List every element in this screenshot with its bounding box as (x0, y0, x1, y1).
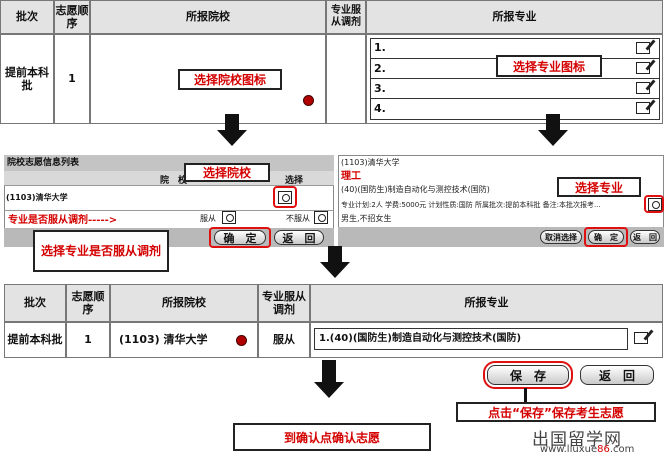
major-panel-plan: 专业计划:2人 学费:5000元 计划性质:国防 所属批次:提前本科批 备注:本… (341, 201, 601, 209)
edit-major-icon-1[interactable] (636, 42, 650, 54)
not-obey-radio[interactable] (314, 211, 328, 224)
header-major: 所报专业 (366, 0, 663, 34)
watermark-cn: 出国留学网 (532, 430, 622, 450)
major-row-4: 4. (374, 102, 386, 115)
callout-select-major-icon: 选择专业图标 (496, 55, 602, 77)
school-back-button[interactable]: 返 回 (274, 230, 324, 245)
major-panel-gender: 男生,不招女生 (341, 214, 392, 223)
bottom-school-cell: (1103) 清华大学 (110, 322, 258, 358)
order-cell: 1 (54, 34, 90, 124)
callout-select-major: 选择专业 (557, 177, 641, 197)
watermark-url: www.liuxue86.com (540, 444, 635, 455)
back-button[interactable]: 返 回 (580, 365, 654, 385)
bottom-major-value: 1.(40)(国防生)制造自动化与测控技术(国防) (314, 328, 628, 350)
bottom-school-name: (1103) 清华大学 (119, 333, 208, 347)
bottom-edit-major-icon[interactable] (634, 332, 648, 344)
bottom-header-school: 所报院校 (110, 284, 258, 322)
edit-major-icon-3[interactable] (636, 82, 650, 94)
callout-obey-question: 选择专业是否服从调剂 (33, 230, 169, 272)
select-col-header: 选择 (285, 176, 304, 186)
arrow-down-4 (314, 382, 344, 398)
school-select-radio[interactable] (278, 191, 292, 204)
bottom-order-cell: 1 (66, 322, 110, 358)
edit-major-icon-4[interactable] (636, 102, 650, 114)
major-list (370, 38, 660, 120)
callout-save-note: 点击“保存”保存考生志愿 (456, 402, 656, 422)
major-back-button[interactable]: 返 回 (630, 230, 660, 244)
callout-confirm-note: 到确认点确认志愿 (233, 423, 431, 451)
header-obey: 专业服从调剂 (326, 0, 366, 34)
header-batch: 批次 (0, 0, 54, 34)
major-select-radio[interactable] (648, 198, 662, 211)
obey-label: 服从 (200, 214, 216, 223)
header-school: 所报院校 (90, 0, 326, 34)
select-school-icon[interactable] (303, 95, 314, 106)
major-row-1: 1. (374, 41, 386, 54)
bottom-header-obey: 专业服从调剂 (258, 284, 310, 322)
header-order: 志愿顺序 (54, 0, 90, 34)
bottom-header-order: 志愿顺序 (66, 284, 110, 322)
school-item: (1103)清华大学 (6, 193, 68, 202)
obey-cell (326, 34, 366, 124)
bottom-header-batch: 批次 (4, 284, 66, 322)
not-obey-label: 不服从 (286, 214, 310, 223)
major-panel-category: 理工 (341, 171, 361, 182)
arrow-down-2 (538, 130, 568, 146)
school-panel-title: 院校志愿信息列表 (4, 155, 334, 171)
bottom-obey-cell: 服从 (258, 322, 310, 358)
batch-cell: 提前本科批 (0, 34, 54, 124)
major-confirm-button[interactable]: 确 定 (588, 230, 624, 244)
callout-select-school-icon: 选择院校图标 (178, 69, 282, 90)
arrow-down-1 (217, 130, 247, 146)
edit-major-icon-2[interactable] (636, 62, 650, 74)
bottom-header-major: 所报专业 (310, 284, 663, 322)
school-confirm-button[interactable]: 确 定 (214, 230, 266, 245)
major-row-3: 3. (374, 82, 386, 95)
major-cancel-button[interactable]: 取消选择 (540, 230, 582, 244)
major-panel-school: (1103)清华大学 (341, 158, 400, 167)
obey-radio[interactable] (222, 211, 236, 224)
obey-hint: 专业是否服从调剂-----> (8, 215, 118, 226)
school-col-header: 院 校 (160, 176, 188, 186)
bottom-school-icon[interactable] (236, 335, 247, 346)
major-panel-item: (40)(国防生)制造自动化与测控技术(国防) (341, 185, 490, 194)
callout-select-school: 选择院校 (184, 163, 270, 182)
save-button[interactable]: 保 存 (487, 365, 569, 385)
bottom-batch-cell: 提前本科批 (4, 322, 66, 358)
arrow-down-3 (320, 262, 350, 278)
major-row-2: 2. (374, 62, 386, 75)
